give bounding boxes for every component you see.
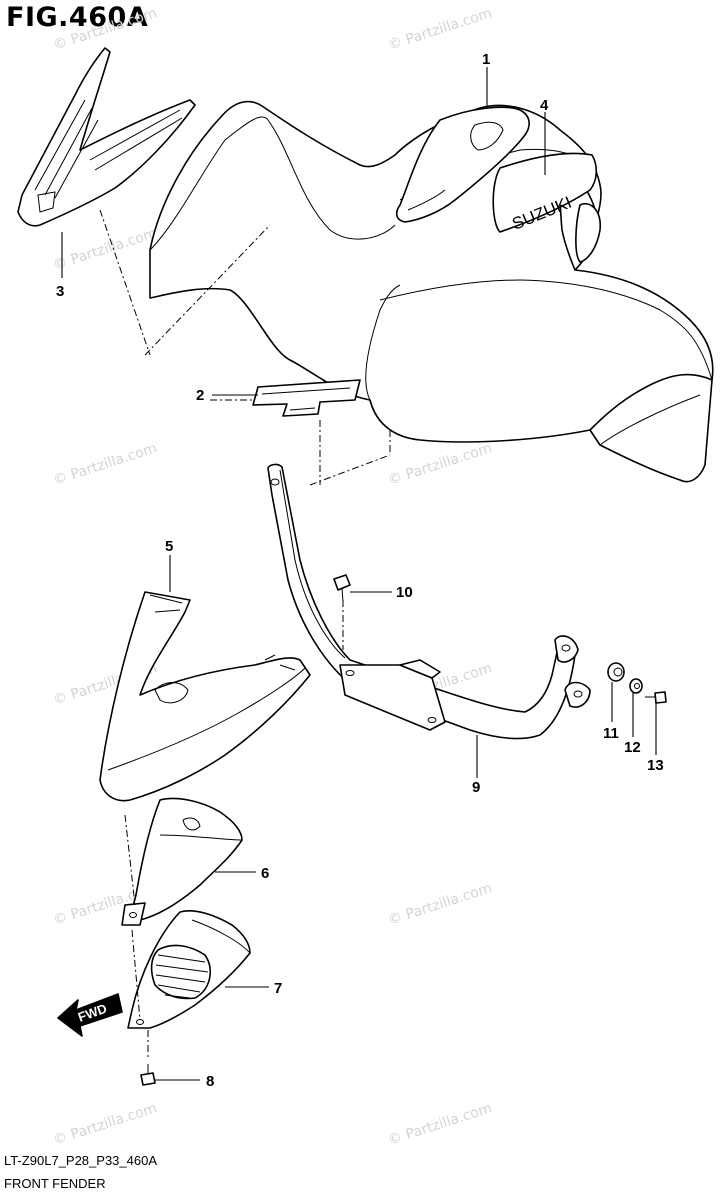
phantom-lines	[99, 209, 391, 1060]
callout-6: 6	[261, 865, 269, 882]
callout-13: 13	[647, 757, 664, 774]
watermark: © Partzilla.com	[386, 5, 494, 54]
watermark: © Partzilla.com	[51, 440, 159, 489]
watermark: © Partzilla.com	[51, 225, 159, 274]
watermark: © Partzilla.com	[51, 1100, 159, 1149]
callout-2: 2	[196, 387, 204, 404]
watermark: © Partzilla.com	[386, 440, 494, 489]
watermark: © Partzilla.com	[386, 1100, 494, 1149]
fwd-arrow-icon: FWD	[57, 993, 123, 1037]
leader-lines	[61, 67, 657, 1081]
headlight-cover-part	[121, 797, 243, 926]
lower-bracket-part	[127, 910, 251, 1029]
callout-11: 11	[603, 725, 619, 742]
bolt-8-part	[140, 1064, 156, 1086]
drawing-code: LT-Z90L7_P28_P33_460A	[4, 1153, 157, 1168]
mounting-bracket-part	[267, 463, 591, 740]
callout-10: 10	[396, 584, 413, 601]
front-fender-part: SUZUKI	[149, 100, 714, 483]
callout-8: 8	[206, 1073, 214, 1090]
callout-1: 1	[482, 51, 490, 68]
washer-12-part	[629, 678, 643, 694]
figure-title: FIG.460A	[6, 2, 149, 33]
callout-3: 3	[56, 283, 64, 300]
figure-caption: FRONT FENDER	[4, 1176, 106, 1191]
screw-13-part	[645, 691, 667, 704]
callout-4: 4	[540, 97, 549, 114]
callout-5: 5	[165, 538, 173, 555]
grommet-11-part	[607, 662, 625, 682]
front-lower-cover-part	[99, 591, 311, 802]
callout-12: 12	[624, 739, 641, 756]
watermark: © Partzilla.com	[51, 5, 159, 54]
quadsport-decal-part	[252, 379, 361, 417]
fender-decal-part	[17, 47, 196, 227]
callout-9: 9	[472, 779, 480, 796]
bolt-10-part	[333, 574, 351, 603]
callout-labels: 1 2 3 4 5 6 7 8 9 10 11 12 13	[56, 51, 664, 1090]
callout-7: 7	[274, 980, 282, 997]
watermark: © Partzilla.com	[386, 880, 494, 929]
